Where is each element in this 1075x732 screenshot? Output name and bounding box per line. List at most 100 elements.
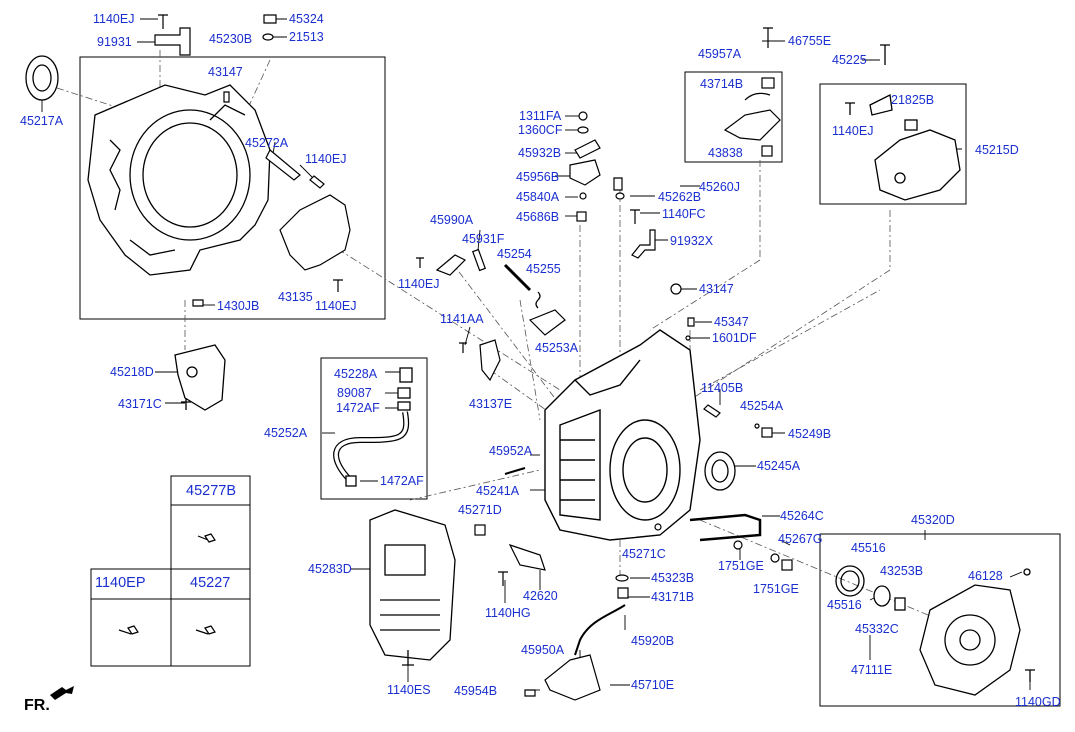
part-callout-45840a: 45840A (516, 190, 560, 204)
table-bolts (118, 533, 216, 635)
part-callout-45950a: 45950A (521, 643, 565, 657)
part-callout-45215d: 45215D (975, 143, 1019, 157)
seal-ring-drawing (25, 55, 59, 101)
part-callout-45283d: 45283D (308, 562, 352, 576)
part-callout-45271d: 45271D (458, 503, 502, 517)
part-callout-45225: 45225 (832, 53, 867, 67)
part-callout-91931: 91931 (97, 35, 132, 49)
table-cell-45227: 45227 (190, 575, 231, 591)
part-callout-1601df: 1601DF (712, 331, 757, 345)
part-callout-1360cf: 1360CF (518, 123, 563, 137)
part-callout-45254a: 45254A (740, 399, 784, 413)
part-callout-45324: 45324 (289, 12, 324, 26)
part-callout-45957a: 45957A (698, 47, 742, 61)
part-callout-1140ej: 1140EJ (315, 299, 357, 313)
part-callout-91932x: 91932X (670, 234, 714, 248)
parts-table (90, 475, 251, 667)
frame-bracket (684, 71, 783, 163)
part-callout-1141aa: 1141AA (440, 312, 484, 326)
part-callout-21513: 21513 (289, 30, 324, 44)
part-callout-45323b: 45323B (651, 571, 695, 585)
part-callout-45254: 45254 (497, 247, 532, 261)
frame-mount (819, 83, 967, 205)
transaxle-case-drawing (544, 329, 701, 541)
part-callout-46128: 46128 (968, 569, 1003, 583)
frame-hose-assembly (320, 357, 428, 500)
part-callout-1751ge: 1751GE (753, 582, 799, 596)
part-callout-45271c: 45271C (622, 547, 666, 561)
part-callout-11405b: 11405B (701, 381, 744, 395)
frame-case-housing (79, 56, 386, 320)
part-callout-43171c: 43171C (118, 397, 162, 411)
part-callout-43135: 43135 (278, 290, 313, 304)
part-callout-45267g: 45267G (778, 532, 823, 546)
valve-body-cover-drawing (369, 509, 456, 666)
part-callout-45241a: 45241A (476, 484, 520, 498)
part-callout-45272a: 45272A (245, 136, 289, 150)
part-callout-45932b: 45932B (518, 146, 562, 160)
hose-assembly-drawing (333, 367, 413, 487)
part-callout-45218d: 45218D (110, 365, 154, 379)
part-callout-1751ge: 1751GE (718, 559, 764, 573)
part-callout-45931f: 45931F (462, 232, 505, 246)
part-callout-45710e: 45710E (631, 678, 675, 692)
part-callout-1140fc: 1140FC (662, 207, 706, 221)
part-callout-45245a: 45245A (757, 459, 801, 473)
part-callout-45990a: 45990A (430, 213, 474, 227)
part-callout-45252a: 45252A (264, 426, 308, 440)
front-direction-label: FR. (24, 697, 50, 714)
part-callout-45253a: 45253A (535, 341, 579, 355)
part-callout-1140es: 1140ES (387, 683, 431, 697)
part-callout-45954b: 45954B (454, 684, 498, 698)
part-callout-1140hg: 1140HG (485, 606, 531, 620)
part-callout-45262b: 45262B (658, 190, 702, 204)
part-callout-47111e: 47111E (851, 663, 893, 677)
part-callout-1140gd: 1140GD (1015, 695, 1061, 709)
part-callout-43714b: 43714B (700, 77, 744, 91)
bracket-45957a-drawing (723, 27, 781, 157)
part-callout-45956b: 45956B (516, 170, 560, 184)
front-direction-arrow (50, 686, 74, 700)
part-callout-1140ej: 1140EJ (832, 124, 874, 138)
table-cell-1140ep: 1140EP (95, 575, 146, 591)
part-callout-45320d: 45320D (911, 513, 955, 527)
part-callout-45264c: 45264C (780, 509, 824, 523)
mount-bracket-drawing (845, 44, 961, 201)
part-callout-45230b: 45230B (209, 32, 253, 46)
part-callout-45516: 45516 (851, 541, 886, 555)
part-callout-43137e: 43137E (469, 397, 513, 411)
part-callout-1140ej: 1140EJ (305, 152, 347, 166)
part-callout-43838: 43838 (708, 146, 743, 160)
part-callout-45228a: 45228A (334, 367, 378, 381)
part-callout-45920b: 45920B (631, 634, 675, 648)
part-callout-43147: 43147 (699, 282, 734, 296)
part-callout-1311fa: 1311FA (519, 109, 562, 123)
table-cell-45277b: 45277B (186, 483, 236, 499)
converter-housing-drawing (87, 84, 271, 276)
rear-cover-drawing (835, 565, 1035, 696)
part-callout-1140ej: 1140EJ (398, 277, 440, 291)
part-callout-1140ej: 1140EJ (93, 12, 135, 26)
part-callout-45255: 45255 (526, 262, 561, 276)
part-callout-46755e: 46755E (788, 34, 832, 48)
part-callout-21825b: 21825B (891, 93, 935, 107)
part-callout-43253b: 43253B (880, 564, 924, 578)
part-callout-1430jb: 1430JB (217, 299, 260, 313)
part-callout-45217a: 45217A (20, 114, 64, 128)
part-callout-42620: 42620 (523, 589, 558, 603)
part-callout-1472af: 1472AF (380, 474, 424, 488)
part-callout-45332c: 45332C (855, 622, 899, 636)
part-callout-45347: 45347 (714, 315, 749, 329)
part-callout-45686b: 45686B (516, 210, 560, 224)
bracket-45218d-drawing (174, 344, 226, 411)
part-callout-43147: 43147 (208, 65, 243, 79)
part-callout-89087: 89087 (337, 386, 372, 400)
part-callout-45249b: 45249B (788, 427, 832, 441)
part-callout-45952a: 45952A (489, 444, 533, 458)
frame-rear-cover (819, 533, 1061, 707)
part-callout-45516: 45516 (827, 598, 862, 612)
small-parts-top-left (154, 14, 351, 307)
part-callout-1472af: 1472AF (336, 401, 380, 415)
